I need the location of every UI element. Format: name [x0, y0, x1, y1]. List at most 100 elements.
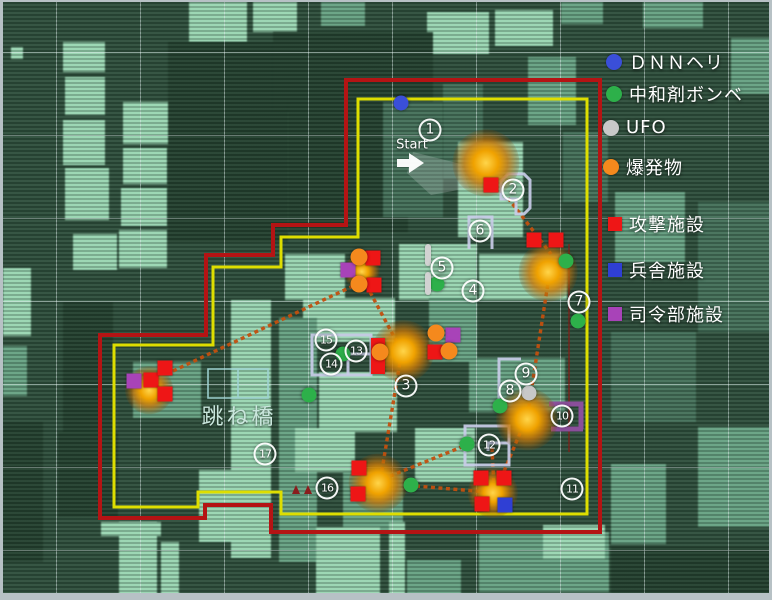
building-block	[11, 47, 23, 59]
hq-facility-square	[340, 262, 356, 278]
neutralizer-dot	[558, 253, 574, 269]
explosive-legend-icon	[603, 159, 619, 175]
attack-facility-legend-icon	[608, 217, 622, 231]
map-point-14[interactable]: 14	[319, 352, 343, 376]
building-block	[427, 12, 489, 54]
hq-facility-legend-icon	[608, 307, 622, 321]
building-block	[611, 547, 769, 593]
building-block	[3, 268, 31, 336]
building-block	[168, 42, 288, 242]
map-point-4[interactable]: 4	[461, 279, 485, 303]
attack-facility-square	[474, 496, 490, 512]
map-point-9[interactable]: 9	[514, 362, 538, 386]
legend-item-explosive: 爆発物	[603, 154, 683, 180]
grid-line	[56, 2, 57, 593]
map-point-7[interactable]: 7	[567, 290, 591, 314]
attack-facility-square	[351, 460, 367, 476]
hq-facility-square	[126, 373, 142, 389]
barracks-facility-square	[497, 497, 513, 513]
building-block	[528, 57, 576, 125]
grid-line	[140, 2, 141, 593]
map-point-6[interactable]: 6	[468, 219, 492, 243]
map-point-11[interactable]: 11	[560, 477, 584, 501]
map-point-3[interactable]: 3	[394, 374, 418, 398]
neutralizer-dot	[570, 313, 586, 329]
attack-facility-square	[496, 470, 512, 486]
building-block	[321, 2, 365, 26]
ufo-legend-icon	[603, 119, 619, 136]
building-block	[731, 38, 769, 94]
neutralizer-dot	[301, 387, 317, 403]
hq-facility-square	[445, 327, 461, 343]
neutralizer-dot	[403, 477, 419, 493]
map-point-2[interactable]: 2	[501, 178, 525, 202]
attack-facility-square	[143, 372, 159, 388]
neutralizer-dot	[459, 436, 475, 452]
building-block	[58, 432, 118, 517]
legend-label: UFO	[626, 117, 667, 138]
building-block	[65, 77, 105, 115]
attack-facility-square	[157, 360, 173, 376]
legend-label: 攻撃施設	[629, 215, 705, 236]
map-point-5[interactable]: 5	[430, 256, 454, 280]
map-point-13[interactable]: 13	[344, 339, 368, 363]
explosive-dot	[371, 343, 389, 361]
ufo-dot	[521, 385, 537, 401]
map-point-12[interactable]: 12	[477, 433, 501, 457]
map-point-17[interactable]: 17	[253, 442, 277, 466]
legend-item-hq-facility: 司令部施設	[608, 301, 724, 327]
building-block	[495, 10, 553, 46]
building-block	[189, 2, 247, 42]
building-block	[3, 422, 43, 562]
building-block	[123, 102, 171, 144]
gate-bar	[425, 272, 431, 295]
building-block	[698, 202, 769, 332]
building-block	[543, 525, 605, 559]
building-block	[698, 427, 769, 527]
building-block	[285, 254, 345, 300]
building-block	[63, 302, 113, 432]
building-block	[65, 168, 109, 220]
map-point-1[interactable]: 1	[418, 118, 442, 142]
legend-item-ufo: UFO	[603, 117, 667, 138]
legend-label: ＤＮＮヘリ	[629, 53, 724, 74]
building-block	[563, 132, 608, 202]
explosive-dot	[440, 342, 458, 360]
legend-label: 爆発物	[626, 158, 683, 179]
barracks-facility-legend-icon	[608, 263, 622, 277]
building-block	[615, 192, 685, 262]
building-block	[643, 2, 703, 28]
explosive-dot	[350, 248, 368, 266]
building-block	[319, 372, 397, 432]
map-point-8[interactable]: 8	[498, 379, 522, 403]
building-block	[73, 234, 117, 270]
attack-facility-square	[366, 277, 382, 293]
neutralizer-bombe-legend-icon	[606, 86, 622, 102]
route-line	[415, 484, 488, 494]
attack-facility-square	[548, 232, 564, 248]
legend-label: 司令部施設	[629, 305, 724, 326]
gate-bar	[425, 244, 431, 266]
map-point-15[interactable]: 15	[314, 328, 338, 352]
attack-facility-square	[157, 386, 173, 402]
building-block	[611, 464, 666, 544]
building-block	[389, 522, 405, 593]
building-block	[63, 42, 105, 72]
building-block	[63, 120, 105, 165]
building-block	[253, 2, 297, 32]
map-point-10[interactable]: 10	[550, 404, 574, 428]
building-block	[123, 148, 167, 184]
building-block	[273, 32, 433, 112]
building-block	[479, 254, 567, 300]
map-point-16[interactable]: 16	[315, 476, 339, 500]
dnn-heli-legend-icon	[606, 54, 622, 70]
building-block	[121, 188, 167, 226]
attack-facility-square	[473, 470, 489, 486]
building-block	[161, 542, 179, 593]
explosive-dot	[427, 324, 445, 342]
explosive-dot	[350, 275, 368, 293]
dnn-heli-dot	[393, 95, 409, 111]
attack-facility-square	[526, 232, 542, 248]
building-block	[3, 346, 27, 396]
